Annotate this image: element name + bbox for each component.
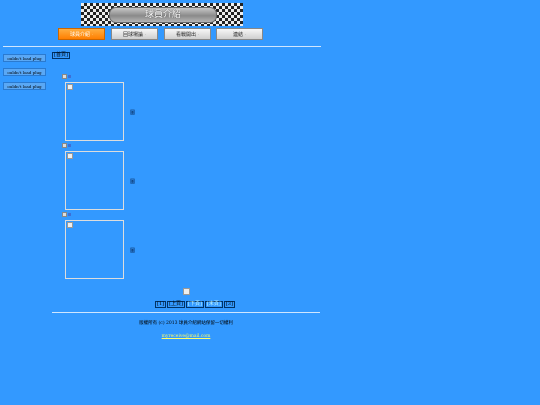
pagination: [1][上頁][下頁][末頁][3] [155, 301, 236, 308]
missing-plugin[interactable]: ouldn't load plug [3, 68, 46, 76]
nav-label: 看戰開出 [176, 32, 197, 38]
broken-image-icon [67, 153, 73, 159]
nav-arrow-icon: · [244, 32, 246, 37]
site-banner: 球員介紹 [81, 3, 243, 26]
contact-email-link[interactable]: myreceive@mail.com [161, 334, 211, 339]
nav-button-links[interactable]: 連結 · [216, 28, 263, 40]
breadcrumb[interactable]: [首頁] [52, 52, 70, 59]
bottom-divider [52, 312, 320, 313]
thumbnail-icon[interactable] [62, 212, 72, 218]
missing-plugin[interactable]: ouldn't load plug [3, 82, 46, 90]
breadcrumb-home[interactable]: [首頁] [52, 52, 70, 59]
nav-arrow-icon: · [197, 32, 199, 37]
nav-button-player-intro[interactable]: 球員介紹 · [58, 28, 105, 40]
thumbnail-icon[interactable] [62, 74, 72, 80]
nav-label: 回球場論 [123, 32, 144, 38]
player-photo[interactable] [65, 220, 124, 279]
page-prev[interactable]: [上頁] [167, 301, 185, 308]
missing-plugin[interactable]: ouldn't load plug [3, 54, 46, 62]
player-photo[interactable] [65, 151, 124, 210]
nav-button-back[interactable]: 回球場論 · [111, 28, 158, 40]
photo-caption: 圖 [130, 179, 136, 185]
copyright-text: 版權所有 (c) 2013 球員介紹網站保留一切權利 [139, 321, 233, 326]
player-photo[interactable] [65, 82, 124, 141]
photo-caption: 圖 [130, 110, 136, 116]
top-divider [3, 46, 321, 47]
broken-image-icon [67, 84, 73, 90]
page-count[interactable]: [3] [223, 301, 235, 308]
nav-arrow-icon: · [91, 32, 93, 37]
nav-arrow-icon: · [144, 32, 146, 37]
nav-button-watch[interactable]: 看戰開出 · [164, 28, 211, 40]
page-first[interactable]: [1] [155, 301, 167, 308]
broken-image-icon [183, 288, 190, 295]
page-last[interactable]: [末頁] [204, 301, 223, 308]
broken-image-icon [67, 222, 73, 228]
page-next[interactable]: [下頁] [186, 301, 204, 308]
thumbnail-icon[interactable] [62, 143, 72, 149]
banner-title: 球員介紹 [109, 7, 217, 23]
nav-label: 球員介紹 [70, 32, 91, 38]
nav-label: 連結 [233, 32, 244, 38]
photo-caption: 圖 [130, 248, 136, 254]
